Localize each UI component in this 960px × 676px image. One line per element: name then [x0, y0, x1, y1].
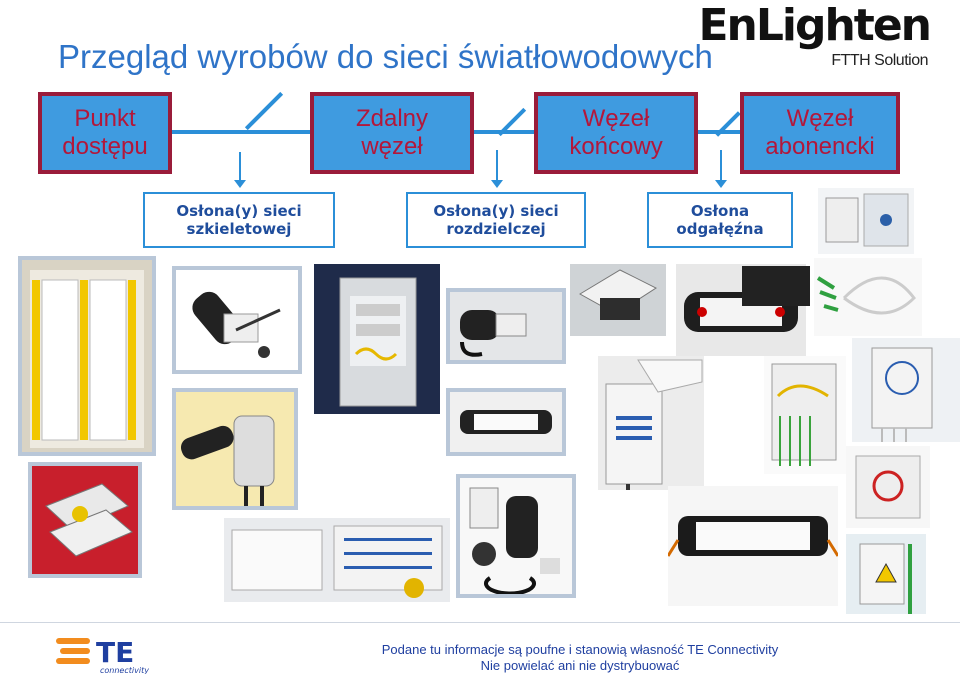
photo-fiber-tray-drawers — [28, 462, 142, 578]
node-label-2: dostępu — [62, 133, 148, 160]
category-label-2: rozdzielczej — [446, 220, 546, 238]
te-connectivity-logo: TE connectivity — [56, 630, 166, 676]
te-logo-sub: connectivity — [100, 666, 149, 674]
photo-small-termination-box — [846, 446, 930, 528]
footer-divider — [0, 622, 960, 623]
brand-logo: EnLighten — [698, 0, 932, 51]
arrow-down-icon — [491, 150, 503, 188]
photo-splice-tray-closure — [570, 264, 666, 336]
node-label-1: Zdalny — [355, 105, 429, 133]
photo-open-wall-box — [852, 338, 960, 442]
photo-dome-splice-closure — [172, 266, 302, 374]
photo-rack-mount-patch-panels — [224, 518, 450, 602]
footer-confidential: Podane tu informacje są poufne i stanowi… — [381, 642, 779, 657]
brand-tagline: FTTH Solution — [831, 52, 928, 69]
te-logo-mark: TE — [96, 636, 134, 669]
category-label-1: Osłona — [690, 202, 750, 220]
link-line-1 — [168, 130, 312, 134]
photo-fiber-distribution-rack — [18, 256, 156, 456]
photo-inline-closure-open — [446, 388, 566, 456]
photo-inline-splice-closure — [446, 288, 566, 364]
category-label-1: Osłona(y) sieci — [433, 202, 559, 220]
node-label-1: Węzeł — [786, 105, 854, 133]
photo-wall-box-with-pigtails — [764, 356, 846, 474]
photo-large-inline-closure — [668, 486, 838, 606]
node-label-2: końcowy — [569, 133, 663, 160]
photo-connector-splitter-box — [846, 534, 926, 614]
link-break-1 — [244, 91, 284, 131]
photo-inline-cable-closure — [742, 266, 810, 306]
arrow-down-icon — [234, 152, 246, 188]
category-label-1: Osłona(y) sieci — [176, 202, 302, 220]
node-label-1: Punkt — [74, 105, 136, 133]
photo-dome-closure-with-corrugated-tube — [172, 388, 298, 510]
photo-distribution-box-with-hood — [598, 356, 704, 490]
page-title: Przegląd wyrobów do sieci światłowodowyc… — [58, 38, 713, 75]
node-label-2: węzeł — [361, 133, 423, 160]
photo-wall-outlet-box — [818, 188, 914, 254]
category-label-2: szkieletowej — [186, 220, 292, 238]
photo-street-cabinet — [314, 264, 440, 414]
node-label-2: abonencki — [765, 133, 875, 160]
arrow-down-icon — [715, 150, 727, 188]
node-label-1: Węzeł — [582, 105, 650, 133]
photo-green-connector-pigtails — [814, 258, 922, 336]
photo-dome-closure-parts — [456, 474, 576, 598]
footer-no-distribution: Nie powielać ani nie dystrybuować — [480, 658, 680, 673]
category-label-2: odgałęźna — [676, 220, 764, 238]
